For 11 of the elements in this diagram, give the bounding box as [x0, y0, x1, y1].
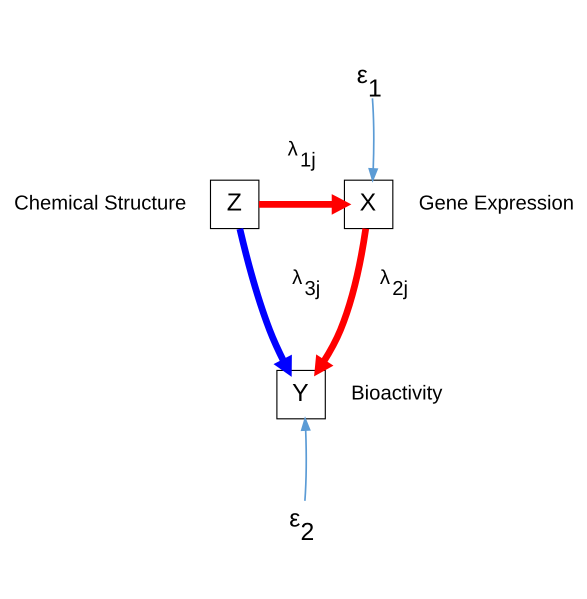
node-box: X — [344, 180, 394, 230]
node-label: Bioactivity — [351, 382, 442, 405]
arrow — [300, 416, 311, 501]
arrow — [236, 228, 292, 377]
arrow — [258, 194, 352, 215]
node-label: Gene Expression — [418, 192, 574, 214]
node-label: Chemical Structure — [14, 192, 186, 214]
node-box: Y — [276, 370, 326, 420]
node-box: Z — [210, 180, 260, 230]
arrow — [314, 228, 370, 376]
arrow — [368, 98, 378, 183]
